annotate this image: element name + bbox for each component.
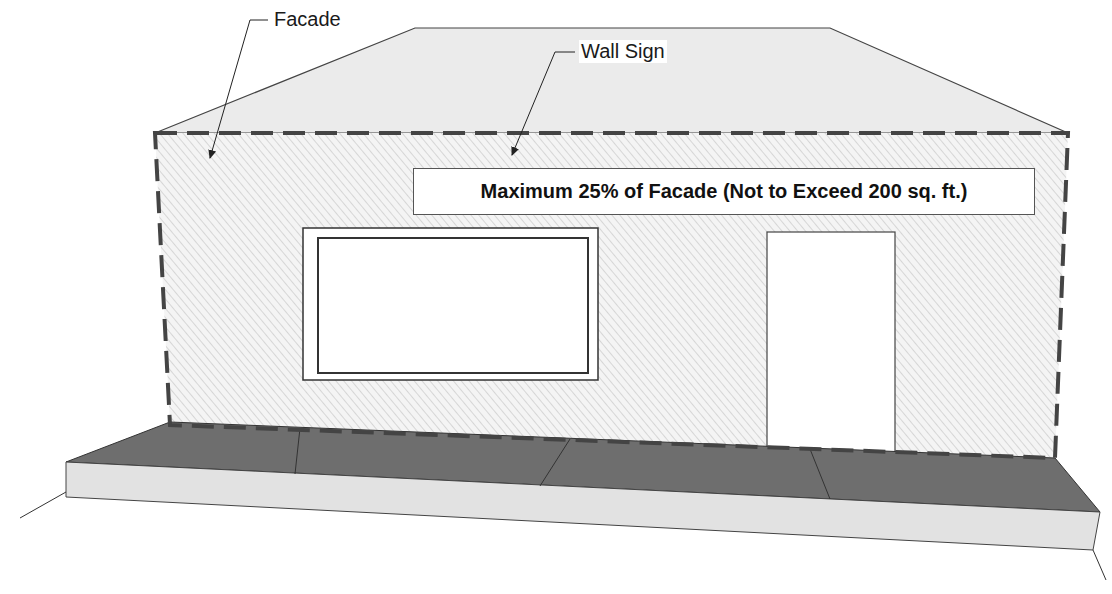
callout-label: Facade	[272, 8, 343, 31]
ground-line	[1093, 550, 1106, 580]
joint-line	[540, 439, 570, 486]
wall-sign: Maximum 25% of Facade (Not to Exceed 200…	[413, 168, 1035, 215]
window-frame	[303, 228, 598, 380]
window-pane	[318, 238, 588, 373]
facade-wall	[155, 133, 1068, 458]
ground-line	[20, 492, 66, 518]
sidewalk-curb	[66, 462, 1100, 550]
door	[767, 232, 895, 454]
joint-line	[295, 428, 300, 474]
leader-line	[210, 20, 268, 158]
sign-text: Maximum 25% of Facade (Not to Exceed 200…	[481, 180, 968, 203]
facade-outline	[155, 133, 1068, 458]
joint-line	[810, 449, 830, 499]
roof	[155, 28, 1068, 133]
leader-line	[512, 52, 575, 155]
callout-label: Wall Sign	[579, 40, 667, 63]
